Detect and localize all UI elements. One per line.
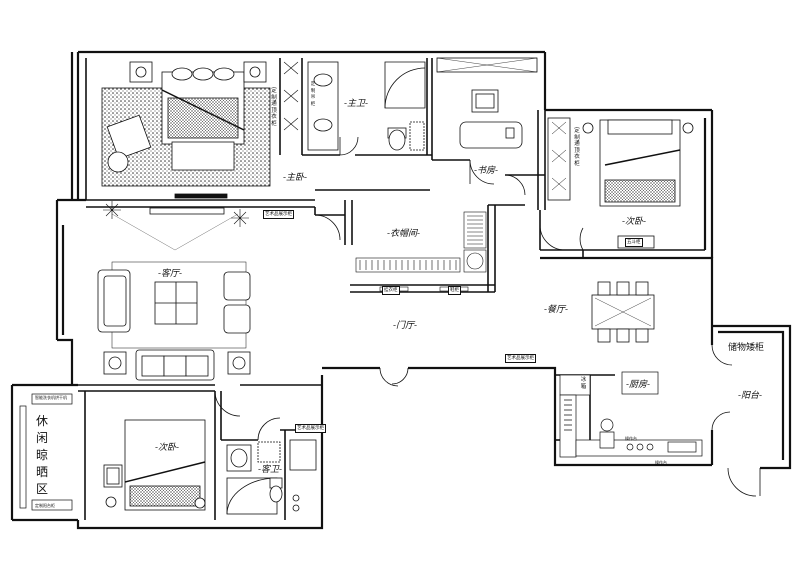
- walk-in-closet-fixtures: [355, 211, 487, 292]
- fixture-label-master-bath-cabinet: 定制吊柜: [310, 82, 316, 107]
- inner-walls: [78, 58, 705, 520]
- fixture-label-storage-cabinet: 储物矮柜: [728, 340, 765, 353]
- fixture-label-closet-a: 挂衣柜: [382, 286, 400, 295]
- fixture-label-bath-art-cabinet: 艺术品展示柜: [295, 424, 326, 433]
- study-furniture: [436, 57, 538, 149]
- leisure-char-1: 休: [35, 414, 48, 428]
- room-label-second-bedroom-east: -次卧-: [622, 217, 647, 227]
- living-room-furniture: [97, 201, 251, 381]
- room-label-balcony: -阳台-: [738, 391, 763, 401]
- leisure-char-5: 区: [35, 482, 48, 496]
- fixture-label-five-drawer: 五斗柜: [625, 238, 643, 247]
- room-label-master-bedroom: -主卧-: [283, 173, 308, 183]
- east-bedroom-furniture: [547, 117, 694, 249]
- fixture-label-art-display: 艺术品展示柜: [263, 210, 294, 219]
- room-label-second-bedroom-west: -次卧-: [155, 443, 180, 453]
- master-wardrobe: [283, 61, 299, 131]
- leisure-char-3: 晾: [35, 448, 48, 462]
- fixture-label-master-wardrobe: 定制通顶衣柜: [271, 88, 277, 127]
- room-label-guest-bath: -客卫-: [258, 465, 283, 475]
- room-label-living-room: -客厅-: [158, 269, 183, 279]
- leisure-char-2: 闲: [35, 431, 48, 445]
- leisure-char-4: 晒: [35, 465, 48, 479]
- fixture-label-east-wardrobe: 定制通顶衣柜: [574, 128, 580, 167]
- fixture-label-kitchen-counter-a: 操作台: [625, 436, 637, 441]
- west-bedroom-furniture: [103, 419, 206, 511]
- fixture-label-fridge: 冰箱: [580, 377, 587, 390]
- fixture-label-laundry-top: 智能洗衣机烘干机: [35, 395, 67, 400]
- room-label-kitchen: -厨房-: [626, 380, 651, 390]
- outer-walls: [10, 50, 792, 530]
- room-label-study: -书房-: [474, 166, 499, 176]
- room-label-leisure-area: 休 闲 晾 晒 区: [25, 413, 59, 498]
- fixture-label-laundry-bottom: 定制阳台柜: [35, 503, 55, 508]
- dining-furniture: [591, 281, 655, 343]
- room-label-master-bath: -主卫-: [344, 99, 369, 109]
- leisure-area-fixtures: [19, 393, 73, 511]
- room-label-foyer: -门厅-: [393, 321, 418, 331]
- guest-bath-fixtures: [226, 439, 317, 515]
- master-bath-fixtures: [307, 61, 426, 151]
- door-swings: [214, 136, 761, 497]
- master-bedroom-furniture: [101, 61, 271, 199]
- room-label-walk-in-closet: -衣帽间-: [387, 229, 421, 239]
- kitchen-fixtures: [559, 371, 703, 458]
- fixture-label-kitchen-counter-b: 操作台: [655, 460, 667, 465]
- room-label-dining: -餐厅-: [544, 305, 569, 315]
- fixture-label-closet-b: 鞋柜: [448, 286, 461, 295]
- fixture-label-art-cabinet-foyer: 艺术品展示柜: [505, 354, 536, 363]
